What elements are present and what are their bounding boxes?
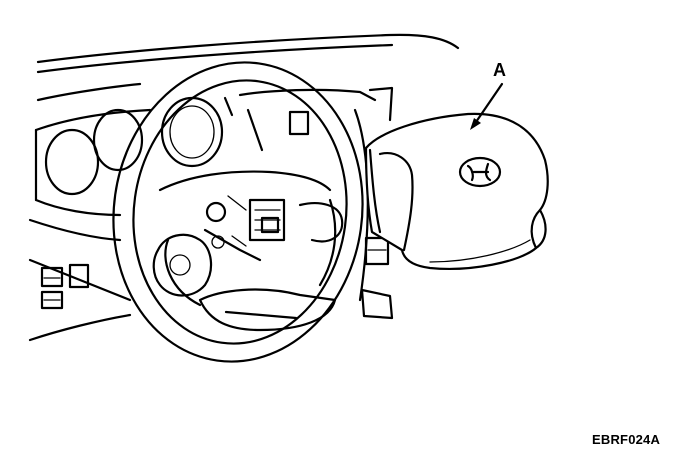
instrument-cluster: [44, 88, 377, 196]
dashboard: [28, 33, 460, 342]
hyundai-emblem-icon: [458, 156, 502, 188]
figure-code: EBRF024A: [592, 432, 661, 447]
airbag-module-icon: [364, 112, 549, 270]
steering-wheel-icon: [112, 61, 364, 363]
callout-leader: [470, 82, 504, 130]
callout-label-a: A: [493, 60, 506, 80]
